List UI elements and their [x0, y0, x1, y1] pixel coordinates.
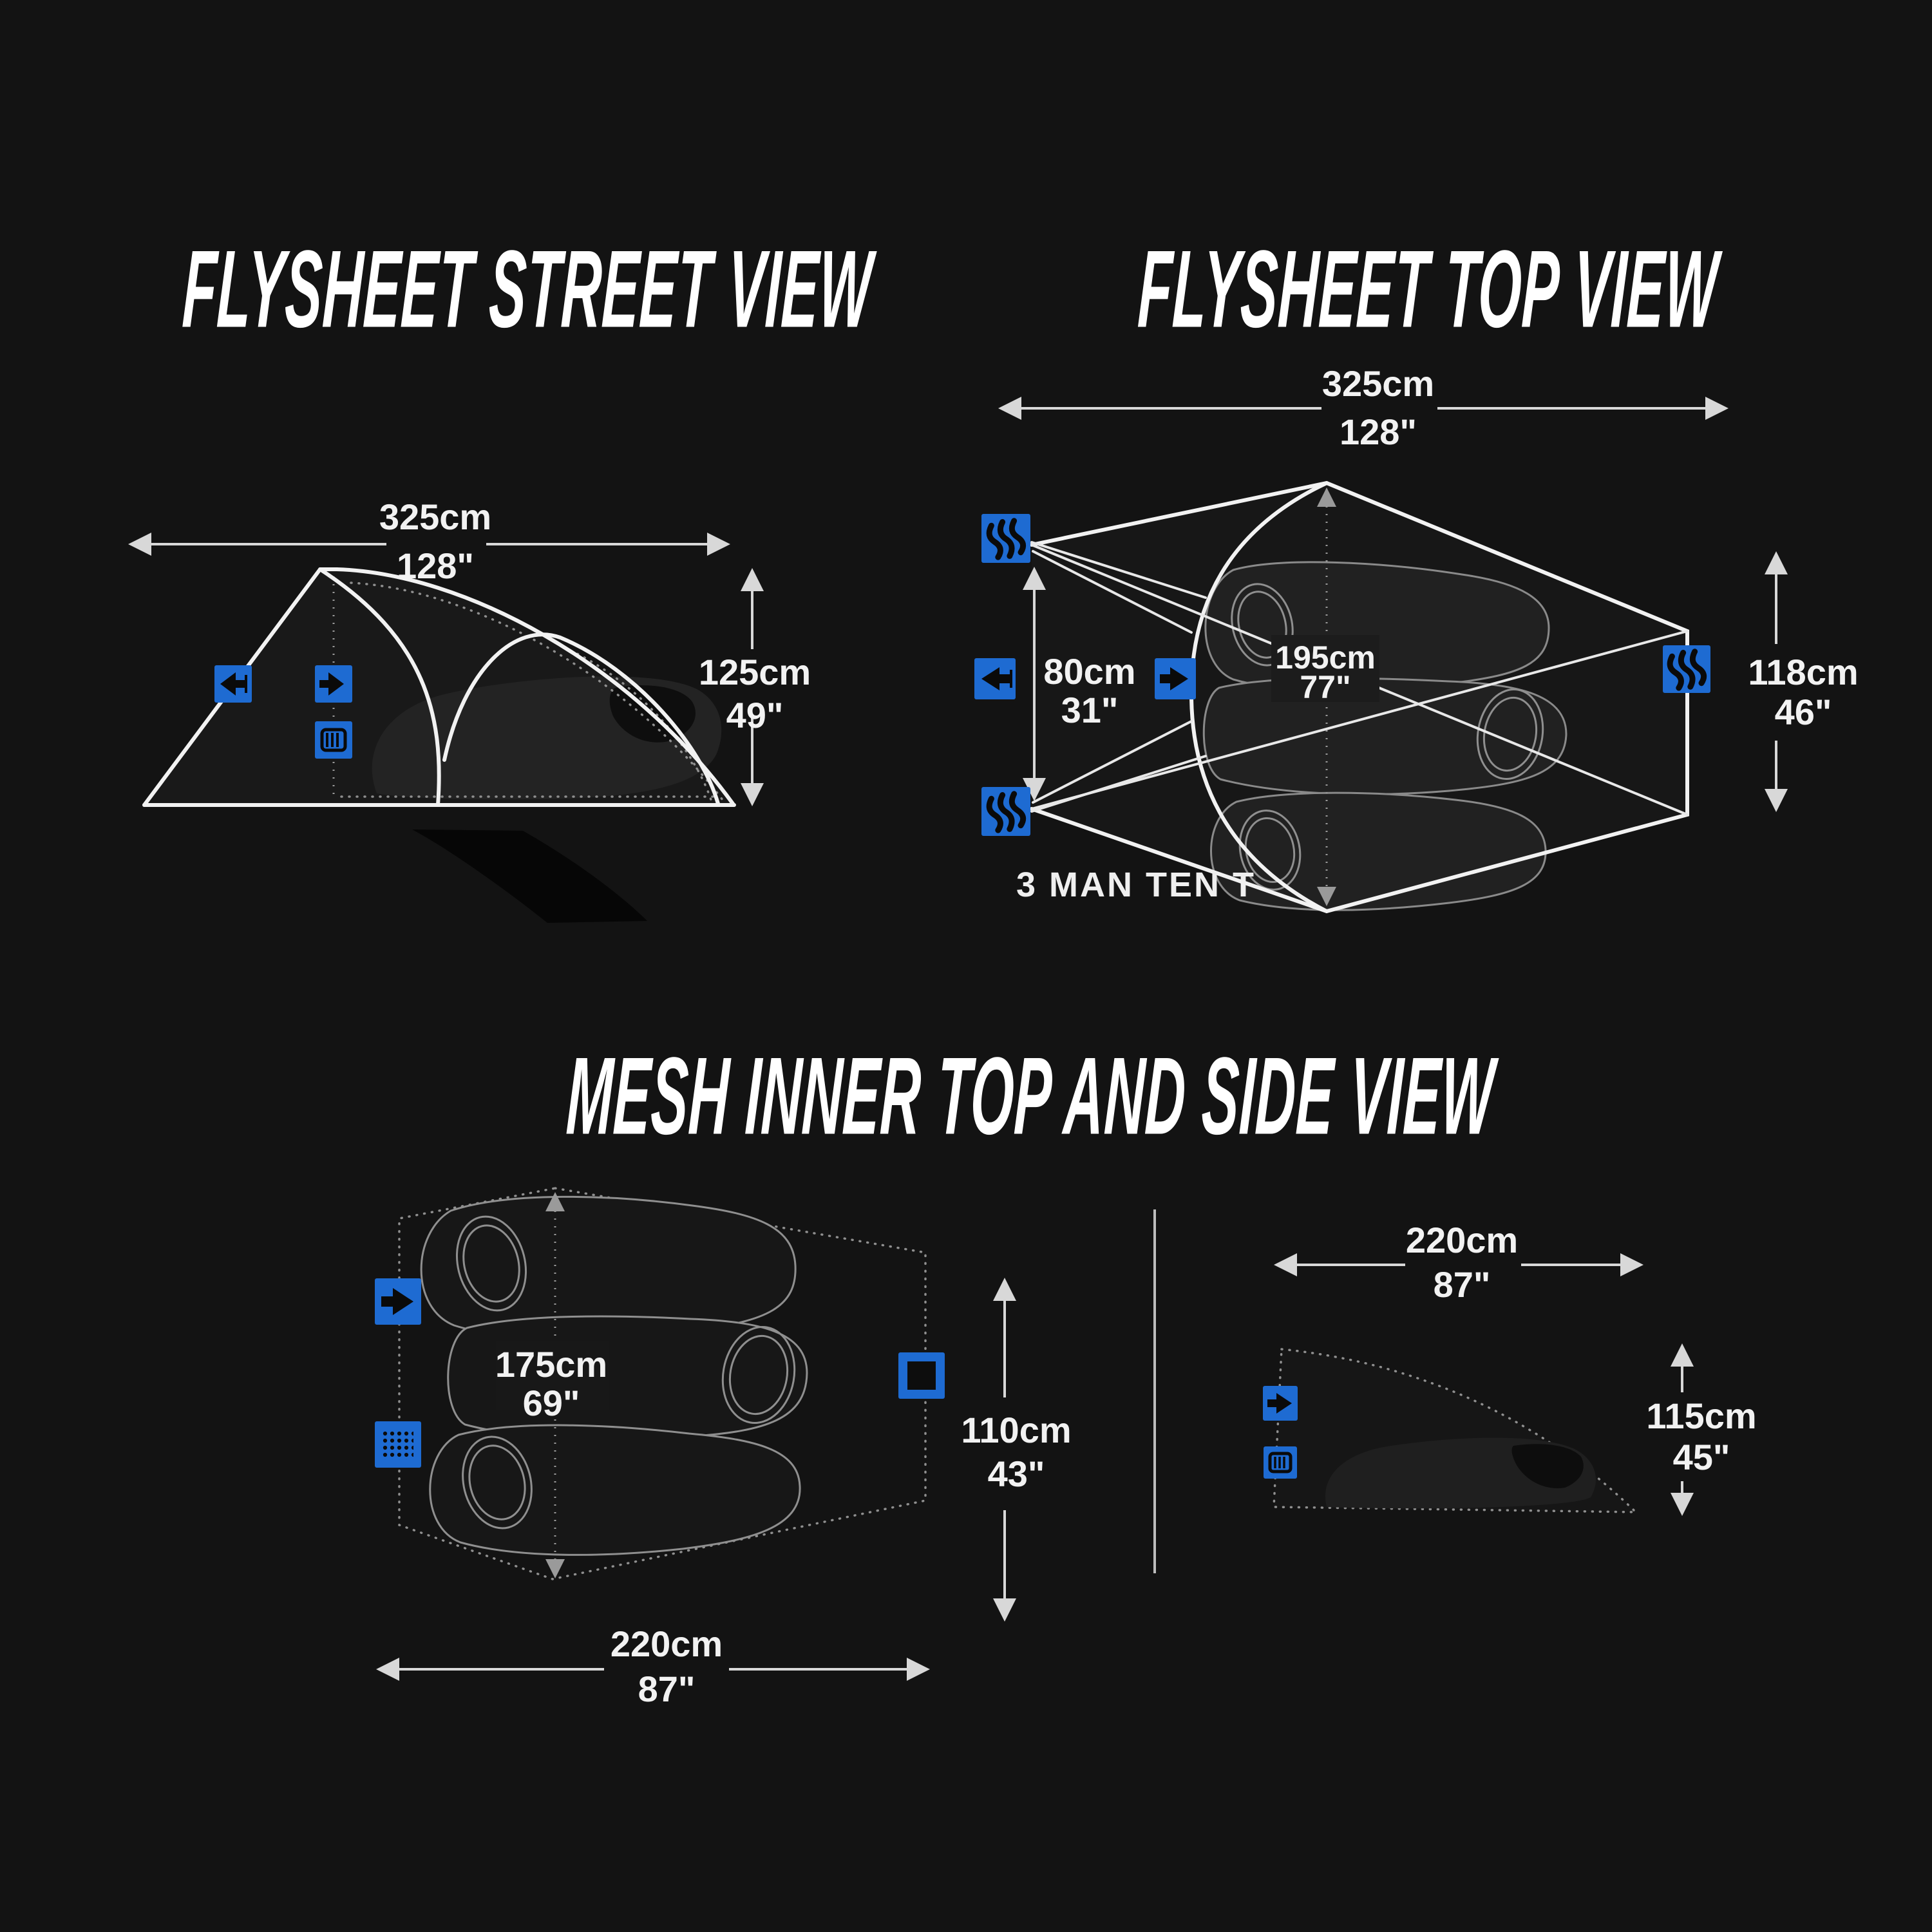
top-view-diagram: 325cm 128"	[974, 363, 1859, 914]
door-left-arrow-icon	[214, 665, 252, 703]
mesh-height-cm: 110cm	[961, 1410, 1071, 1450]
window-vent-icon	[1264, 1446, 1297, 1479]
mesh-sleeping-bags	[420, 1195, 808, 1556]
door-right-arrow-icon	[1263, 1386, 1298, 1421]
side-height-cm: 115cm	[1646, 1396, 1756, 1436]
street-inner-dome-curve	[442, 632, 720, 806]
street-width-dimension: 325cm 128"	[128, 497, 730, 586]
top-side-cm: 118cm	[1748, 652, 1858, 692]
mesh-width-in: 87"	[638, 1669, 696, 1709]
street-front-dome-curve	[318, 567, 441, 807]
mesh-top-view-diagram: 175cm 69" 110cm 43"	[375, 1187, 1072, 1709]
top-width-dimension: 325cm 128"	[998, 363, 1728, 452]
top-sleeping-bags	[1202, 561, 1567, 911]
top-outline	[1030, 480, 1689, 914]
street-height-cm: 125cm	[699, 652, 811, 692]
mesh-width-cm: 220cm	[611, 1624, 723, 1664]
top-length-dimension: 195cm 77"	[1271, 488, 1379, 906]
top-side-in: 46"	[1775, 692, 1832, 732]
door-right-arrow-icon	[1155, 658, 1196, 699]
mesh-length-in: 69"	[523, 1383, 580, 1423]
door-frame-icon	[898, 1352, 945, 1399]
top-vestibule-in: 31"	[1061, 690, 1119, 730]
street-width-cm: 325cm	[379, 497, 491, 537]
side-shape-outline	[1273, 1348, 1639, 1513]
street-inner-dotted-arc	[350, 582, 724, 801]
mesh-length-label-backdrop	[496, 1341, 609, 1410]
top-side-dimension: 118cm 46"	[1748, 551, 1859, 812]
mesh-panel-icon	[375, 1421, 421, 1468]
door-right-arrow-icon	[375, 1278, 421, 1325]
side-width-cm: 220cm	[1406, 1220, 1518, 1260]
door-left-arrow-icon	[974, 658, 1016, 699]
mesh-width-dimension: 220cm 87"	[376, 1624, 930, 1709]
street-height-in: 49"	[726, 695, 784, 735]
mesh-side-view-diagram: 220cm 87"	[1263, 1220, 1757, 1516]
steam-vent-icon	[981, 514, 1030, 563]
top-vestibule-dimension: 80cm 31"	[1023, 567, 1136, 801]
top-vestibule-cm: 80cm	[1043, 651, 1135, 692]
door-right-arrow-icon	[315, 665, 352, 703]
side-height-in: 45"	[1673, 1437, 1730, 1477]
street-tent-shadow	[412, 829, 647, 923]
mesh-length-cm: 175cm	[495, 1344, 607, 1385]
street-dome-dotted-arc	[562, 646, 713, 803]
street-view-diagram: 325cm 128"	[128, 497, 811, 923]
mesh-length-dimension: 175cm 69"	[495, 1192, 609, 1578]
side-width-dimension: 220cm 87"	[1274, 1220, 1643, 1305]
mesh-height-dimension: 110cm 43"	[961, 1278, 1072, 1622]
top-length-label-backdrop	[1271, 635, 1379, 702]
steam-vent-icon	[1663, 645, 1710, 693]
top-view-caption: 3 MAN TEN T	[1016, 866, 1256, 904]
side-height-dimension: 115cm 45"	[1646, 1343, 1757, 1516]
top-length-cm: 195cm	[1275, 639, 1376, 676]
steam-vent-icon	[981, 787, 1030, 836]
window-vent-icon	[315, 721, 352, 759]
side-width-in: 87"	[1434, 1264, 1491, 1305]
top-length-in: 77"	[1300, 669, 1350, 705]
street-height-dimension: 125cm 49"	[699, 568, 811, 806]
mesh-footprint-outline	[398, 1187, 927, 1580]
side-sleeping-bag-hood	[1511, 1444, 1584, 1488]
mesh-height-in: 43"	[988, 1454, 1045, 1494]
top-width-in: 128"	[1340, 412, 1417, 452]
top-width-cm: 325cm	[1322, 363, 1434, 404]
